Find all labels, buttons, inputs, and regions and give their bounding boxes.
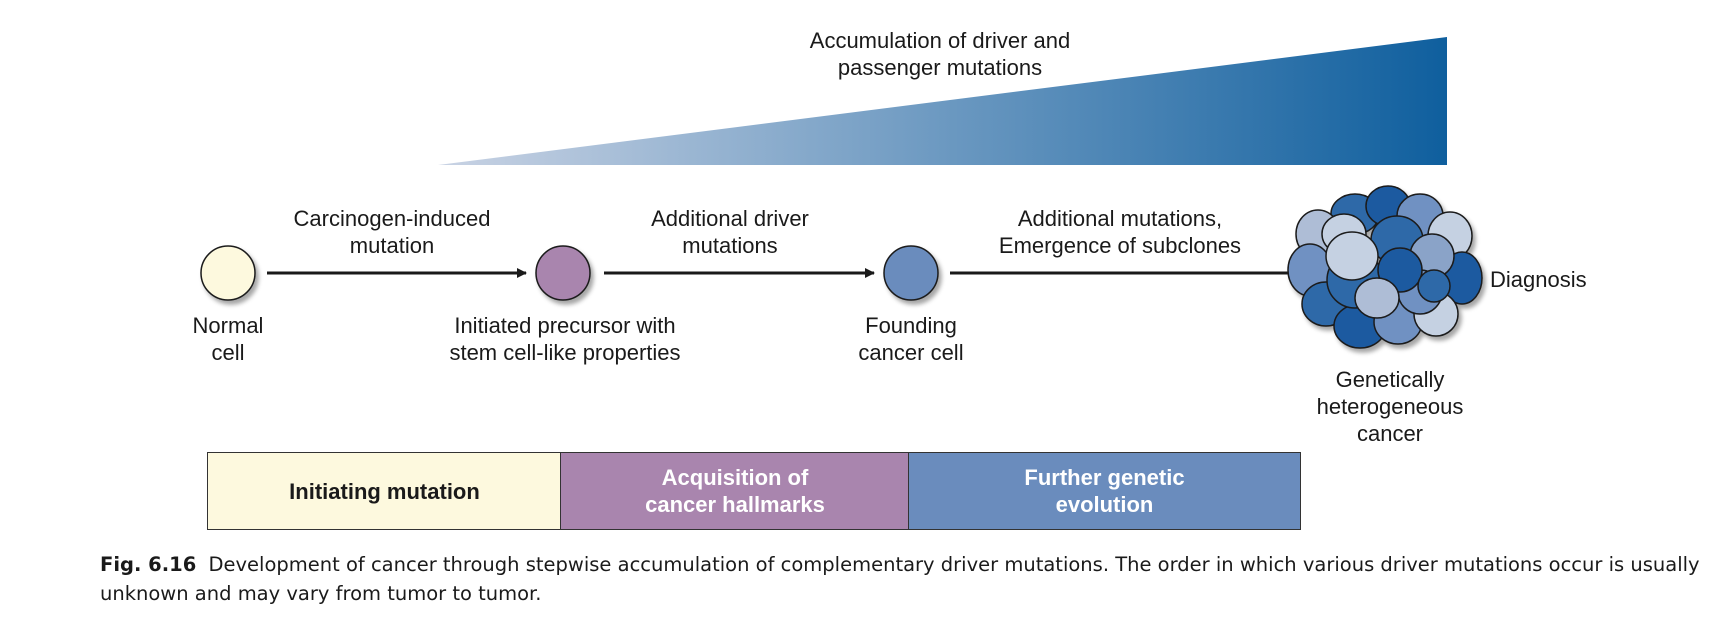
cell-label-line: Normal <box>192 313 264 338</box>
cell-label-line: Genetically <box>1335 367 1445 392</box>
transition-label-line: Additional driver <box>651 206 809 231</box>
stage-cancer-hallmarks: Acquisition of cancer hallmarks <box>560 452 910 530</box>
transition-label-line: Emergence of subclones <box>998 233 1242 258</box>
transition-label-line: Additional mutations, <box>1017 206 1223 231</box>
transition-label-subclones: Additional mutations, Emergence of subcl… <box>960 205 1280 259</box>
cell-label-line: cancer cell <box>858 340 964 365</box>
cell-label-normal: Normal cell <box>168 312 288 366</box>
precursor-cell <box>535 245 591 301</box>
transition-label-carcinogen: Carcinogen-induced mutation <box>247 205 537 259</box>
cell-label-line: heterogeneous <box>1316 394 1464 419</box>
accumulation-label: Accumulation of driver and passenger mut… <box>760 27 1120 81</box>
stage-label-line: Further genetic <box>1024 465 1185 490</box>
diagnosis-label: Diagnosis <box>1490 267 1587 292</box>
figure-caption: Fig. 6.16 Development of cancer through … <box>100 550 1700 608</box>
stage-initiating-mutation: Initiating mutation <box>207 452 562 530</box>
stage-genetic-evolution: Further genetic evolution <box>908 452 1301 530</box>
normal-cell <box>200 245 256 301</box>
mutation-accumulation-wedge <box>438 37 1447 165</box>
cell-label-heterogeneous-cancer: Genetically heterogeneous cancer <box>1300 366 1480 447</box>
stage-label-line: evolution <box>1055 492 1154 517</box>
transition-label-additional-driver: Additional driver mutations <box>600 205 860 259</box>
accumulation-label-line: passenger mutations <box>837 55 1043 80</box>
transition-label-line: Carcinogen-induced <box>293 206 491 231</box>
transition-label-line: mutation <box>349 233 435 258</box>
cell-label-line: Founding <box>865 313 957 338</box>
cell-label-line: Initiated precursor with <box>454 313 676 338</box>
cell-label-line: cancer <box>1356 421 1424 446</box>
stage-label-line: Initiating mutation <box>289 478 480 504</box>
accumulation-label-line: Accumulation of driver and <box>809 28 1071 53</box>
caption-text: Development of cancer through stepwise a… <box>100 553 1700 605</box>
cell-label-line: stem cell-like properties <box>449 340 681 365</box>
cell-label-line: cell <box>211 340 245 365</box>
stage-label-line: cancer hallmarks <box>645 492 825 517</box>
transition-label-line: mutations <box>682 233 778 258</box>
stage-label-line: Acquisition of <box>661 465 809 490</box>
figure-number: Fig. 6.16 <box>100 553 197 576</box>
founding-cancer-cell <box>883 245 939 301</box>
cell-label-precursor: Initiated precursor with stem cell-like … <box>420 312 710 366</box>
cell-label-founding: Founding cancer cell <box>826 312 996 366</box>
tumor-cluster <box>1287 185 1483 349</box>
